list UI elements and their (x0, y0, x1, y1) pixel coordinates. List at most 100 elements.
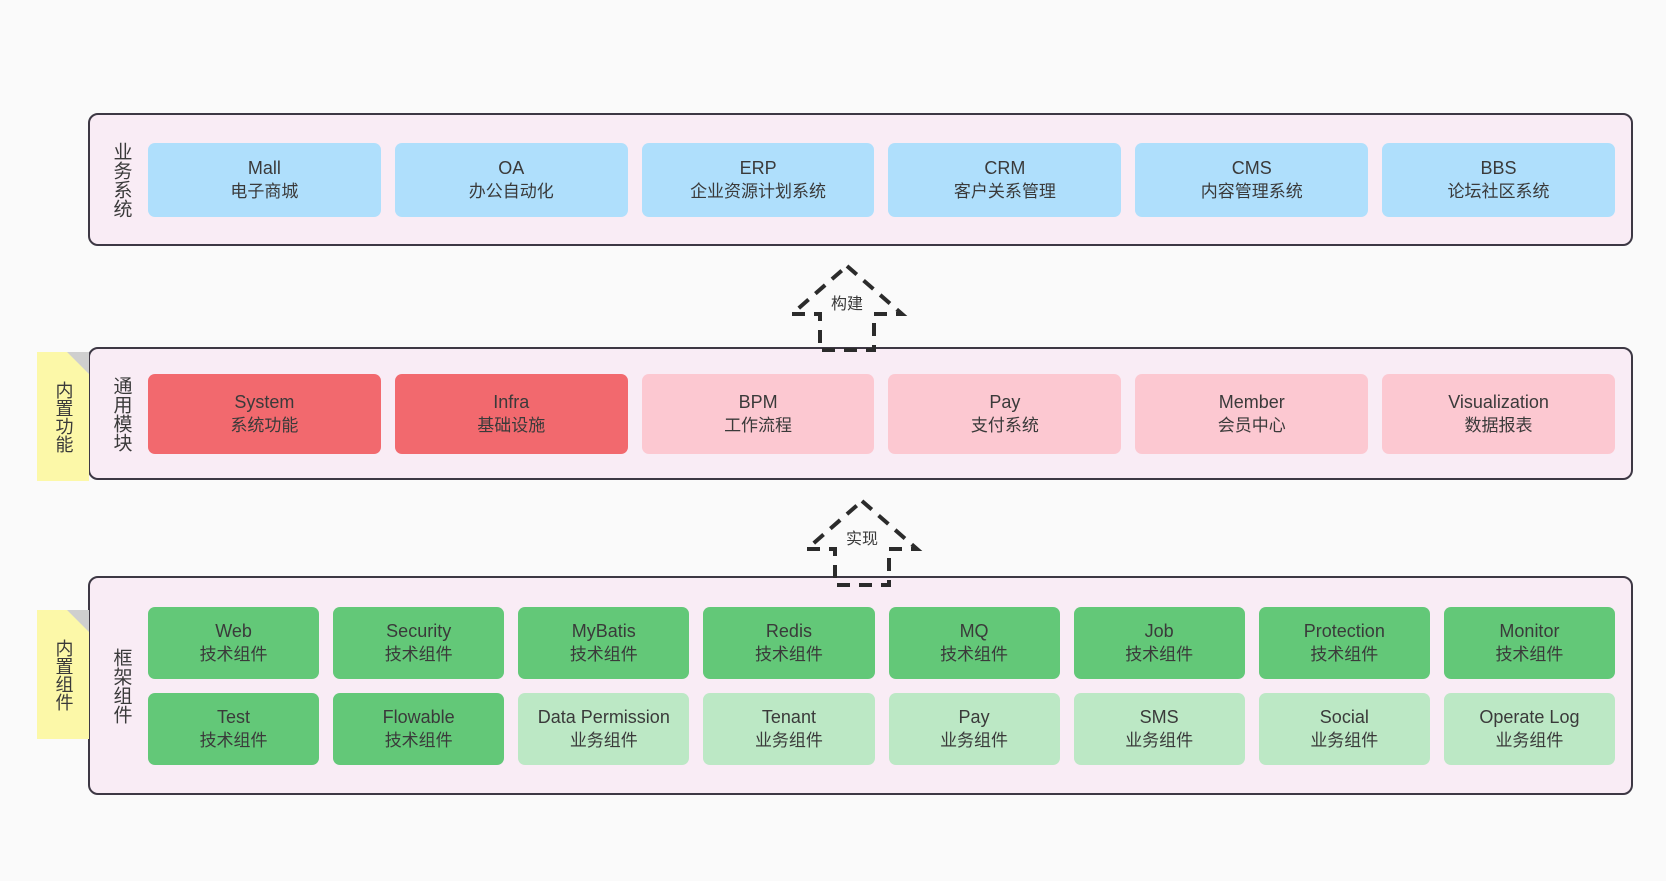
card-cms-cn: 内容管理系统 (1200, 181, 1303, 201)
card-bbs[interactable]: BBS 论坛社区系统 (1382, 142, 1615, 217)
card-cms-en: CMS (1231, 157, 1272, 178)
card-mall-en: Mall (247, 157, 281, 178)
card-monitor[interactable]: Monitor 技术组件 (1443, 606, 1615, 679)
card-bbs-en: BBS (1480, 157, 1517, 178)
sticky-note-builtin-features: 内置功能 (37, 352, 89, 481)
card-social-cn: 业务组件 (1310, 730, 1379, 750)
card-security[interactable]: Security 技术组件 (333, 606, 505, 679)
card-monitor-en: Monitor (1499, 620, 1560, 641)
card-oa-en: OA (498, 157, 525, 178)
card-web[interactable]: Web 技术组件 (148, 606, 320, 679)
connector-implement: 实现 (777, 497, 947, 589)
layer-title-business-system: 业务系统 (110, 141, 132, 218)
card-member-en: Member (1218, 391, 1285, 412)
sticky-note-builtin-features-text: 内置功能 (53, 380, 74, 453)
card-mq-cn: 技术组件 (940, 644, 1009, 664)
card-oa-cn: 办公自动化 (468, 181, 554, 201)
common-modules-card-list: System 系统功能 Infra 基础设施 BPM 工作流程 Pay 支付系统… (142, 349, 1631, 478)
card-crm-en: CRM (984, 157, 1026, 178)
card-oa[interactable]: OA 办公自动化 (394, 142, 628, 217)
card-tenant-cn: 业务组件 (754, 730, 823, 750)
card-pay-module-cn: 支付系统 (970, 415, 1039, 435)
card-test-cn: 技术组件 (199, 730, 268, 750)
card-member-cn: 会员中心 (1217, 415, 1286, 435)
note-fold-icon (67, 352, 89, 374)
card-operate-log[interactable]: Operate Log 业务组件 (1443, 692, 1615, 765)
card-pay-module-en: Pay (989, 391, 1021, 412)
card-operate-log-en: Operate Log (1479, 706, 1580, 727)
card-bbs-cn: 论坛社区系统 (1447, 181, 1550, 201)
card-flowable-en: Flowable (382, 706, 455, 727)
card-redis[interactable]: Redis 技术组件 (703, 606, 875, 679)
card-erp-en: ERP (739, 157, 777, 178)
card-security-en: Security (386, 620, 452, 641)
card-test[interactable]: Test 技术组件 (148, 692, 320, 765)
card-infra[interactable]: Infra 基础设施 (394, 373, 628, 454)
card-tenant[interactable]: Tenant 业务组件 (703, 692, 875, 765)
card-flowable[interactable]: Flowable 技术组件 (333, 692, 505, 765)
card-pay-component[interactable]: Pay 业务组件 (888, 692, 1060, 765)
card-protection[interactable]: Protection 技术组件 (1258, 606, 1430, 679)
card-protection-cn: 技术组件 (1310, 644, 1379, 664)
card-erp-cn: 企业资源计划系统 (690, 181, 827, 201)
card-tenant-en: Tenant (761, 706, 816, 727)
card-sms-en: SMS (1139, 706, 1179, 727)
card-member[interactable]: Member 会员中心 (1135, 373, 1369, 454)
card-sms-cn: 业务组件 (1125, 730, 1194, 750)
card-mq[interactable]: MQ 技术组件 (888, 606, 1060, 679)
business-system-card-list: Mall 电子商城 OA 办公自动化 ERP 企业资源计划系统 CRM 客户关系… (142, 115, 1631, 244)
card-social[interactable]: Social 业务组件 (1258, 692, 1430, 765)
card-crm-cn: 客户关系管理 (953, 181, 1056, 201)
layer-business-system: 业务系统 Mall 电子商城 OA 办公自动化 ERP 企业资源计划系统 CRM… (88, 113, 1633, 246)
framework-components-card-grid: Web 技术组件 Security 技术组件 MyBatis 技术组件 Redi… (142, 578, 1631, 793)
card-job-cn: 技术组件 (1125, 644, 1194, 664)
card-job-en: Job (1144, 620, 1174, 641)
card-mybatis[interactable]: MyBatis 技术组件 (518, 606, 690, 679)
sticky-note-builtin-components-text: 内置组件 (53, 638, 74, 711)
card-cms[interactable]: CMS 内容管理系统 (1135, 142, 1369, 217)
card-mall[interactable]: Mall 电子商城 (148, 142, 381, 217)
card-social-en: Social (1319, 706, 1369, 727)
card-system-en: System (234, 391, 295, 412)
layer-framework-components: 框架组件 Web 技术组件 Security 技术组件 MyBatis 技术组件… (88, 576, 1633, 795)
card-monitor-cn: 技术组件 (1495, 644, 1564, 664)
card-bpm[interactable]: BPM 工作流程 (641, 373, 875, 454)
sticky-note-builtin-components: 内置组件 (37, 610, 89, 739)
layer-title-common-modules: 通用模块 (110, 375, 132, 452)
card-mybatis-en: MyBatis (571, 620, 636, 641)
card-infra-en: Infra (493, 391, 530, 412)
card-security-cn: 技术组件 (384, 644, 453, 664)
card-pay-component-en: Pay (958, 706, 990, 727)
card-erp[interactable]: ERP 企业资源计划系统 (641, 142, 875, 217)
layer-common-modules: 通用模块 System 系统功能 Infra 基础设施 BPM 工作流程 Pay… (88, 347, 1633, 480)
card-web-cn: 技术组件 (199, 644, 268, 664)
card-sms[interactable]: SMS 业务组件 (1073, 692, 1245, 765)
card-crm[interactable]: CRM 客户关系管理 (888, 142, 1122, 217)
card-pay-component-cn: 业务组件 (940, 730, 1009, 750)
card-web-en: Web (215, 620, 252, 641)
card-visualization-en: Visualization (1448, 391, 1549, 412)
framework-row-business: Test 技术组件 Flowable 技术组件 Data Permission … (148, 692, 1615, 765)
card-system-cn: 系统功能 (230, 415, 299, 435)
card-test-en: Test (217, 706, 251, 727)
card-mybatis-cn: 技术组件 (569, 644, 638, 664)
card-visualization-cn: 数据报表 (1464, 415, 1533, 435)
card-job[interactable]: Job 技术组件 (1073, 606, 1245, 679)
card-visualization[interactable]: Visualization 数据报表 (1382, 373, 1615, 454)
connector-implement-label: 实现 (845, 531, 879, 548)
card-pay-module[interactable]: Pay 支付系统 (888, 373, 1122, 454)
card-redis-en: Redis (765, 620, 812, 641)
layer-title-framework-components: 框架组件 (110, 647, 132, 724)
connector-build: 构建 (762, 262, 932, 354)
card-protection-en: Protection (1303, 620, 1385, 641)
card-redis-cn: 技术组件 (754, 644, 823, 664)
card-bpm-en: BPM (738, 391, 778, 412)
card-infra-cn: 基础设施 (477, 415, 546, 435)
card-data-permission-cn: 业务组件 (569, 730, 638, 750)
card-data-permission[interactable]: Data Permission 业务组件 (518, 692, 690, 765)
card-data-permission-en: Data Permission (537, 706, 670, 727)
connector-build-label: 构建 (830, 296, 864, 313)
framework-row-technical: Web 技术组件 Security 技术组件 MyBatis 技术组件 Redi… (148, 606, 1615, 679)
card-system[interactable]: System 系统功能 (148, 373, 381, 454)
